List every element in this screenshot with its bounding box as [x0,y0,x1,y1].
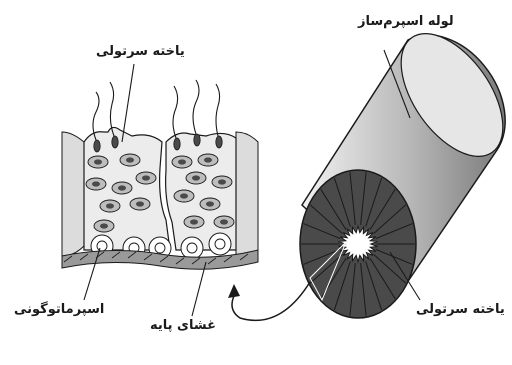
magnify-arrow [228,282,310,320]
germ-cell-nucleus [220,219,228,224]
germ-cell-nucleus [92,181,100,186]
germ-cell-nucleus [204,157,212,162]
tissue-section [62,80,258,269]
spermatogonium [209,233,231,255]
sertoli-cell-right [166,133,236,250]
germ-cell-nucleus [178,159,186,164]
germ-cell-nucleus [100,223,108,228]
sperm-tails [93,80,220,140]
germ-cell-nucleus [106,203,114,208]
germ-cell-nucleus [190,219,198,224]
label-sertoli-right: یاخته سرتولی [416,302,505,317]
germ-cell-nucleus [192,175,200,180]
germ-cell-nucleus [218,179,226,184]
label-basement-membrane: غشای پایه [150,318,216,333]
germ-cell-nucleus [142,175,150,180]
seminiferous-tubule [300,16,512,318]
leader-sertoli-top [122,64,134,142]
right-band [236,132,258,256]
leader-basement [192,262,206,316]
label-tubule: لوله اسپرم‌ساز [358,14,454,29]
germ-cell-nucleus [136,201,144,206]
germ-cell-nucleus [94,159,102,164]
germ-cell-nucleus [180,193,188,198]
germ-cell-nucleus [118,185,126,190]
label-spermatogonia: اسپرماتوگونی [14,302,104,317]
germ-cell-nucleus [126,157,134,162]
germ-cell-nucleus [206,201,214,206]
spermatogonium [181,237,203,259]
left-band [62,132,84,256]
label-sertoli-top: یاخته سرتولی [96,44,185,59]
